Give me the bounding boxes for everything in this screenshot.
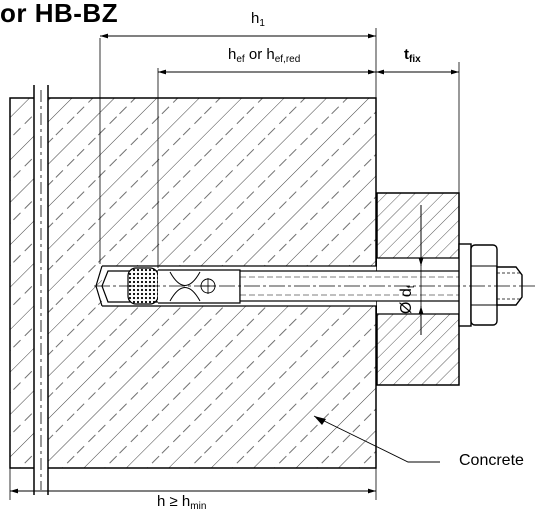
page-title: or HB-BZ — [0, 0, 119, 28]
dimension-hef — [157, 68, 376, 268]
dimension-tfix — [376, 62, 460, 193]
dimension-label-diameter: Ø df — [398, 285, 417, 314]
washer-nut — [458, 243, 523, 327]
dimension-label-tfix: tfix — [404, 46, 421, 65]
dimension-h1 — [99, 28, 377, 264]
dimension-h-min — [9, 468, 377, 500]
concrete-leader — [313, 415, 440, 463]
concrete-label: Concrete — [459, 452, 524, 469]
dimension-label-h-min: h ≥ hmin — [157, 493, 207, 512]
dimension-label-hef: hef or hef,red — [228, 46, 301, 65]
dimension-label-h1: h1 — [251, 10, 265, 29]
